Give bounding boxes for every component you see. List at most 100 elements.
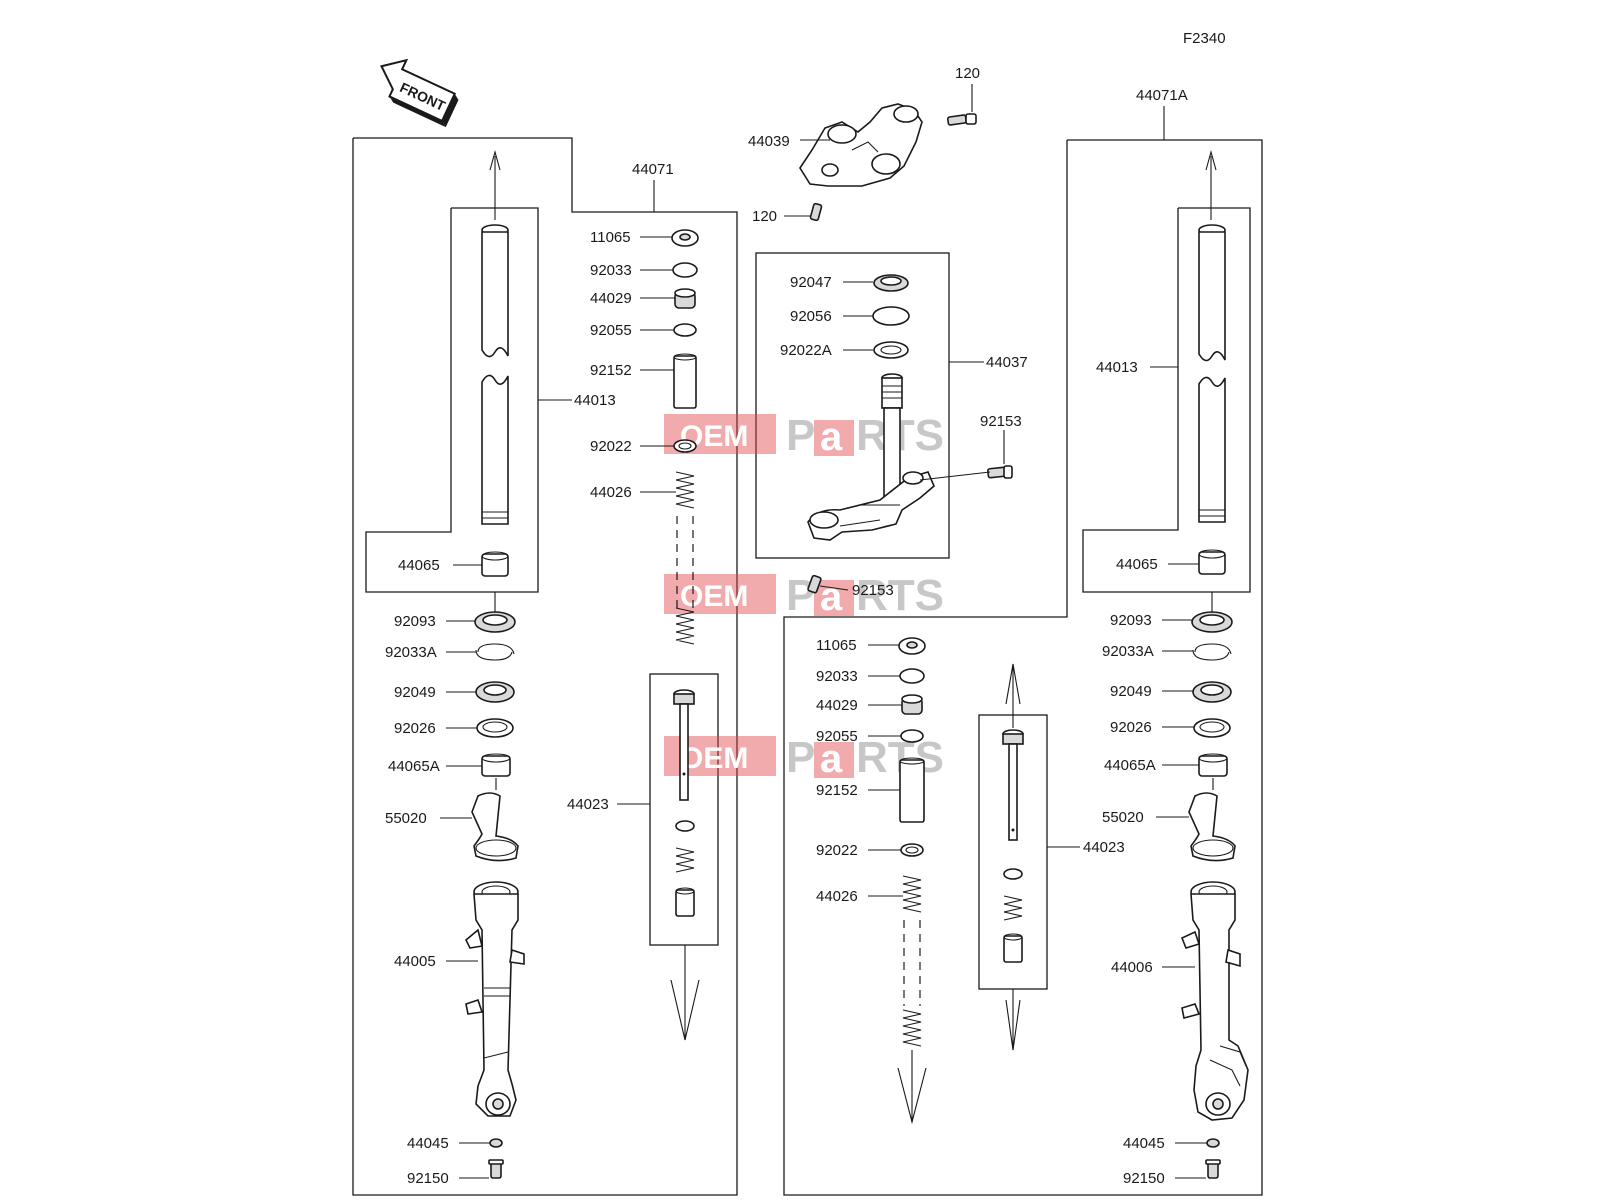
- outer-tube-44006: [1180, 881, 1249, 1121]
- bushing-44065A-right: [1198, 753, 1228, 777]
- watermark: OEM P a RTS: [664, 411, 944, 460]
- bolt-92150-left: [488, 1159, 504, 1179]
- steering-stem-part: [807, 373, 935, 541]
- upper-bracket-part: [799, 103, 923, 187]
- callout-44023-right: 44023: [1083, 839, 1125, 856]
- spring-44026-right: [902, 875, 922, 1047]
- bushing-44065A-left: [481, 753, 511, 777]
- dust-seal-92093-left: [474, 611, 516, 633]
- callout-120-bottom: 120: [752, 208, 777, 225]
- left-cartridge-frame: [649, 673, 719, 946]
- callout-44006: 44006: [1111, 959, 1153, 976]
- bolt-120-top: [946, 113, 977, 126]
- clip-92033A-left: [475, 643, 515, 661]
- seal-92056: [872, 306, 910, 326]
- stem-frame: [755, 252, 950, 559]
- o-ring-92055-right: [900, 729, 924, 743]
- o-ring-92055-left: [673, 323, 697, 337]
- callout-44065-right: 44065: [1116, 556, 1158, 573]
- oil-seal-92049-left: [475, 681, 515, 703]
- cap-11065-left: [671, 229, 699, 247]
- bolt-92153-a: [987, 465, 1013, 479]
- inner-tube-right: [1198, 149, 1226, 523]
- callout-11065-left: 11065: [590, 229, 631, 246]
- callout-92047: 92047: [790, 274, 832, 291]
- cartridge-44023-left: [673, 689, 695, 917]
- svg-text:P: P: [786, 571, 815, 620]
- callout-92022-left: 92022: [590, 438, 632, 455]
- figure-code: F2340: [1183, 30, 1226, 47]
- callout-44005: 44005: [394, 953, 436, 970]
- callout-92055-left: 92055: [590, 322, 632, 339]
- right-inner-tube-frame: [1082, 207, 1251, 593]
- left-assembly-frame: [352, 137, 738, 1196]
- callout-44065A-right: 44065A: [1104, 757, 1156, 774]
- callout-92093-right: 92093: [1110, 612, 1152, 629]
- callout-44045-left: 44045: [407, 1135, 449, 1152]
- washer-92022-right: [900, 843, 924, 857]
- callout-44013-right: 44013: [1096, 359, 1138, 376]
- dust-seal-92093-right: [1191, 611, 1233, 633]
- outer-tube-44005: [465, 881, 525, 1117]
- svg-text:P: P: [786, 411, 815, 460]
- callout-92150-right: 92150: [1123, 1170, 1165, 1187]
- bolt-92153-b: [807, 574, 822, 594]
- callout-55020-right: 55020: [1102, 809, 1144, 826]
- callout-11065-right: 11065: [816, 637, 857, 654]
- svg-text:a: a: [820, 415, 843, 459]
- callout-92049-left: 92049: [394, 684, 436, 701]
- callout-44029-right: 44029: [816, 697, 858, 714]
- svg-text:OEM: OEM: [680, 580, 748, 613]
- callout-44029-left: 44029: [590, 290, 632, 307]
- callout-92049-right: 92049: [1110, 683, 1152, 700]
- bearing-92047: [873, 274, 909, 292]
- callout-55020-left: 55020: [385, 810, 427, 827]
- callout-44065A-left: 44065A: [388, 758, 440, 775]
- callout-92026-left: 92026: [394, 720, 436, 737]
- callout-92056: 92056: [790, 308, 832, 325]
- svg-text:OEM: OEM: [680, 742, 748, 775]
- spring-44026-left: [675, 471, 695, 645]
- callout-92033-left: 92033: [590, 262, 632, 279]
- callout-120-top: 120: [955, 65, 980, 82]
- callout-92055-right: 92055: [816, 728, 858, 745]
- bushing-44065-left: [481, 551, 509, 577]
- svg-text:RTS: RTS: [856, 571, 944, 620]
- spacer-92152-left: [673, 353, 697, 409]
- washer-44045-right: [1206, 1138, 1220, 1148]
- callout-92093-left: 92093: [394, 613, 436, 630]
- washer-92026-left: [476, 718, 514, 738]
- cartridge-44023-right: [1002, 663, 1024, 1051]
- callout-92153-lower: 92153: [852, 582, 894, 599]
- left-inner-tube-frame: [365, 207, 539, 593]
- callout-44013-left: 44013: [574, 392, 616, 409]
- callout-44065-left: 44065: [398, 557, 440, 574]
- washer-92022A: [873, 341, 909, 359]
- spacer-92152-right: [899, 757, 925, 823]
- washer-92022-left: [673, 439, 697, 453]
- callout-44023-left: 44023: [567, 796, 609, 813]
- callout-92026-right: 92026: [1110, 719, 1152, 736]
- svg-text:P: P: [786, 733, 815, 782]
- washer-44045-left: [489, 1138, 503, 1148]
- watermark: OEM P a RTS: [664, 571, 944, 620]
- callout-44045-right: 44045: [1123, 1135, 1165, 1152]
- callout-44039: 44039: [748, 133, 790, 150]
- callout-92033-right: 92033: [816, 668, 858, 685]
- callout-44026-left: 44026: [590, 484, 632, 501]
- svg-text:a: a: [820, 575, 843, 619]
- bushing-44065-right: [1198, 549, 1226, 575]
- callout-92033A-left: 92033A: [385, 644, 437, 661]
- o-ring-92033-left: [672, 262, 698, 278]
- svg-text:a: a: [820, 737, 843, 781]
- callout-92150-left: 92150: [407, 1170, 449, 1187]
- clip-92033A-right: [1192, 643, 1232, 661]
- front-arrow-icon: FRONT: [380, 58, 459, 128]
- callout-92022-right: 92022: [816, 842, 858, 859]
- guard-55020-right: [1188, 792, 1236, 862]
- bolt-92150-right: [1205, 1159, 1221, 1179]
- callout-92152-left: 92152: [590, 362, 632, 379]
- callout-44071: 44071: [632, 161, 674, 178]
- right-assembly-frame: [783, 139, 1263, 1196]
